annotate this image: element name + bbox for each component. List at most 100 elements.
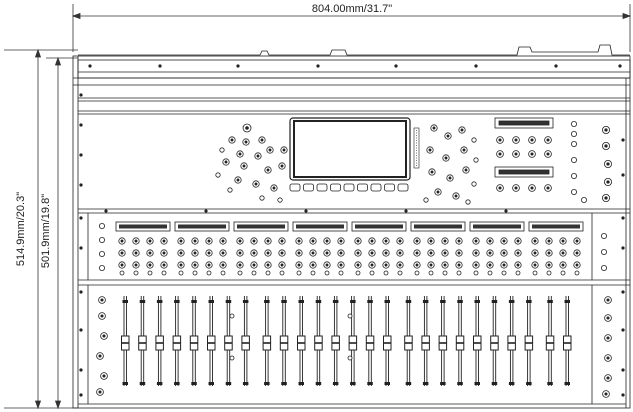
fader — [383, 296, 392, 386]
knob — [544, 136, 552, 144]
knob — [434, 188, 442, 196]
knob — [118, 237, 126, 245]
knob — [602, 193, 611, 202]
knob — [177, 249, 185, 257]
button — [119, 270, 125, 276]
button — [277, 197, 283, 203]
knob — [500, 261, 508, 269]
fader — [297, 296, 306, 386]
screw — [404, 209, 408, 213]
master-control-knobs — [215, 123, 479, 205]
knob — [496, 136, 504, 144]
knob — [236, 249, 244, 257]
knob — [486, 261, 494, 269]
screw — [621, 290, 625, 294]
knob — [512, 184, 520, 192]
knob — [264, 261, 272, 269]
fader — [438, 296, 448, 386]
knob — [191, 237, 199, 245]
knob — [270, 184, 278, 192]
knob — [500, 237, 508, 245]
screen-button — [316, 183, 328, 192]
fader-bank — [121, 296, 572, 386]
knob — [441, 249, 449, 257]
knob — [544, 150, 552, 158]
button — [571, 130, 578, 137]
knob — [472, 237, 480, 245]
fader — [404, 296, 413, 386]
button — [571, 156, 578, 163]
channel-strip — [469, 221, 525, 276]
knob — [458, 126, 466, 134]
screw — [621, 328, 625, 332]
knob — [132, 237, 140, 245]
button — [206, 270, 212, 276]
knob — [278, 261, 286, 269]
screen-button — [397, 183, 409, 192]
button — [601, 264, 608, 271]
knob — [323, 249, 331, 257]
button — [227, 187, 233, 193]
screw — [621, 393, 625, 397]
screw — [504, 209, 508, 213]
knob — [427, 237, 435, 245]
button — [229, 313, 235, 319]
fader — [331, 296, 340, 386]
fader — [524, 296, 534, 386]
knob — [427, 249, 435, 257]
knob — [264, 237, 272, 245]
button — [99, 236, 106, 243]
fader — [224, 296, 233, 386]
button — [338, 270, 344, 276]
knob — [236, 237, 244, 245]
button — [219, 147, 225, 153]
knob — [337, 237, 345, 245]
button — [601, 248, 608, 255]
knob — [354, 237, 362, 245]
knob — [396, 249, 404, 257]
knob — [160, 249, 168, 257]
knob — [132, 261, 140, 269]
button — [501, 270, 507, 276]
knob — [250, 261, 258, 269]
button — [229, 355, 235, 361]
knob — [428, 168, 436, 176]
screen-button — [289, 183, 301, 192]
fader — [545, 296, 555, 386]
knob — [222, 158, 230, 166]
knob — [528, 184, 536, 192]
knob — [205, 249, 213, 257]
button — [265, 270, 271, 276]
knob — [309, 249, 317, 257]
knob — [191, 261, 199, 269]
knob — [309, 237, 317, 245]
knob — [396, 261, 404, 269]
button — [532, 270, 538, 276]
knob — [604, 334, 612, 342]
knob — [604, 177, 613, 186]
knob — [559, 249, 567, 257]
button — [355, 270, 361, 276]
channel-strip — [115, 221, 171, 276]
knob — [441, 237, 449, 245]
input-channel-strips — [99, 221, 608, 276]
knob — [545, 237, 553, 245]
fader — [262, 296, 272, 386]
fader — [207, 296, 216, 386]
knob — [100, 332, 108, 340]
button — [310, 270, 316, 276]
knob — [604, 374, 612, 382]
button — [560, 270, 566, 276]
knob — [264, 166, 272, 174]
channel-strip — [233, 221, 289, 276]
button — [347, 355, 353, 361]
knob — [368, 261, 376, 269]
screen-button — [303, 183, 314, 192]
knob — [455, 249, 463, 257]
button — [251, 270, 257, 276]
fader — [314, 296, 323, 386]
knob — [240, 162, 248, 170]
knob — [500, 249, 508, 257]
knob — [242, 138, 250, 146]
knob — [250, 237, 258, 245]
